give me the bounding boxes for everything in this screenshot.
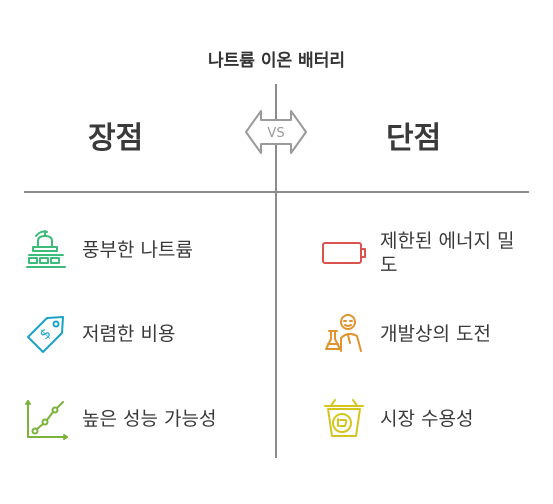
diagram-title: 나트륨 이온 배터리 bbox=[208, 51, 345, 71]
salt-deposit-icon bbox=[20, 224, 72, 276]
scientist-icon bbox=[318, 308, 370, 360]
growth-chart-icon bbox=[20, 393, 72, 445]
pro-item-performance: 높은 성능 가능성 bbox=[20, 393, 222, 445]
pro-item-label: 높은 성능 가능성 bbox=[82, 408, 217, 430]
vs-badge: VS bbox=[245, 110, 307, 154]
pro-item-label: 풍부한 나트륨 bbox=[82, 239, 193, 261]
pro-item-sodium: 풍부한 나트륨 bbox=[20, 224, 222, 276]
con-item-energy-density: 제한된 에너지 밀도 bbox=[318, 227, 530, 279]
vs-label: VS bbox=[267, 126, 284, 141]
horizontal-divider bbox=[24, 191, 529, 193]
low-battery-icon bbox=[318, 227, 370, 279]
svg-text:$: $ bbox=[37, 325, 55, 343]
con-item-market: 시장 수용성 bbox=[318, 393, 530, 445]
basket-thumbs-down-icon bbox=[318, 393, 370, 445]
con-item-label: 개발상의 도전 bbox=[380, 323, 491, 345]
con-item-label: 시장 수용성 bbox=[380, 408, 474, 430]
con-item-label: 제한된 에너지 밀도 bbox=[380, 230, 515, 276]
pro-item-label: 저렴한 비용 bbox=[82, 323, 176, 345]
pro-item-low-cost: $ 저렴한 비용 bbox=[20, 308, 222, 360]
vertical-divider bbox=[275, 84, 277, 458]
pros-heading: 장점 bbox=[88, 121, 144, 156]
price-tag-icon: $ bbox=[20, 308, 72, 360]
cons-heading: 단점 bbox=[386, 121, 442, 156]
con-item-development: 개발상의 도전 bbox=[318, 308, 530, 360]
